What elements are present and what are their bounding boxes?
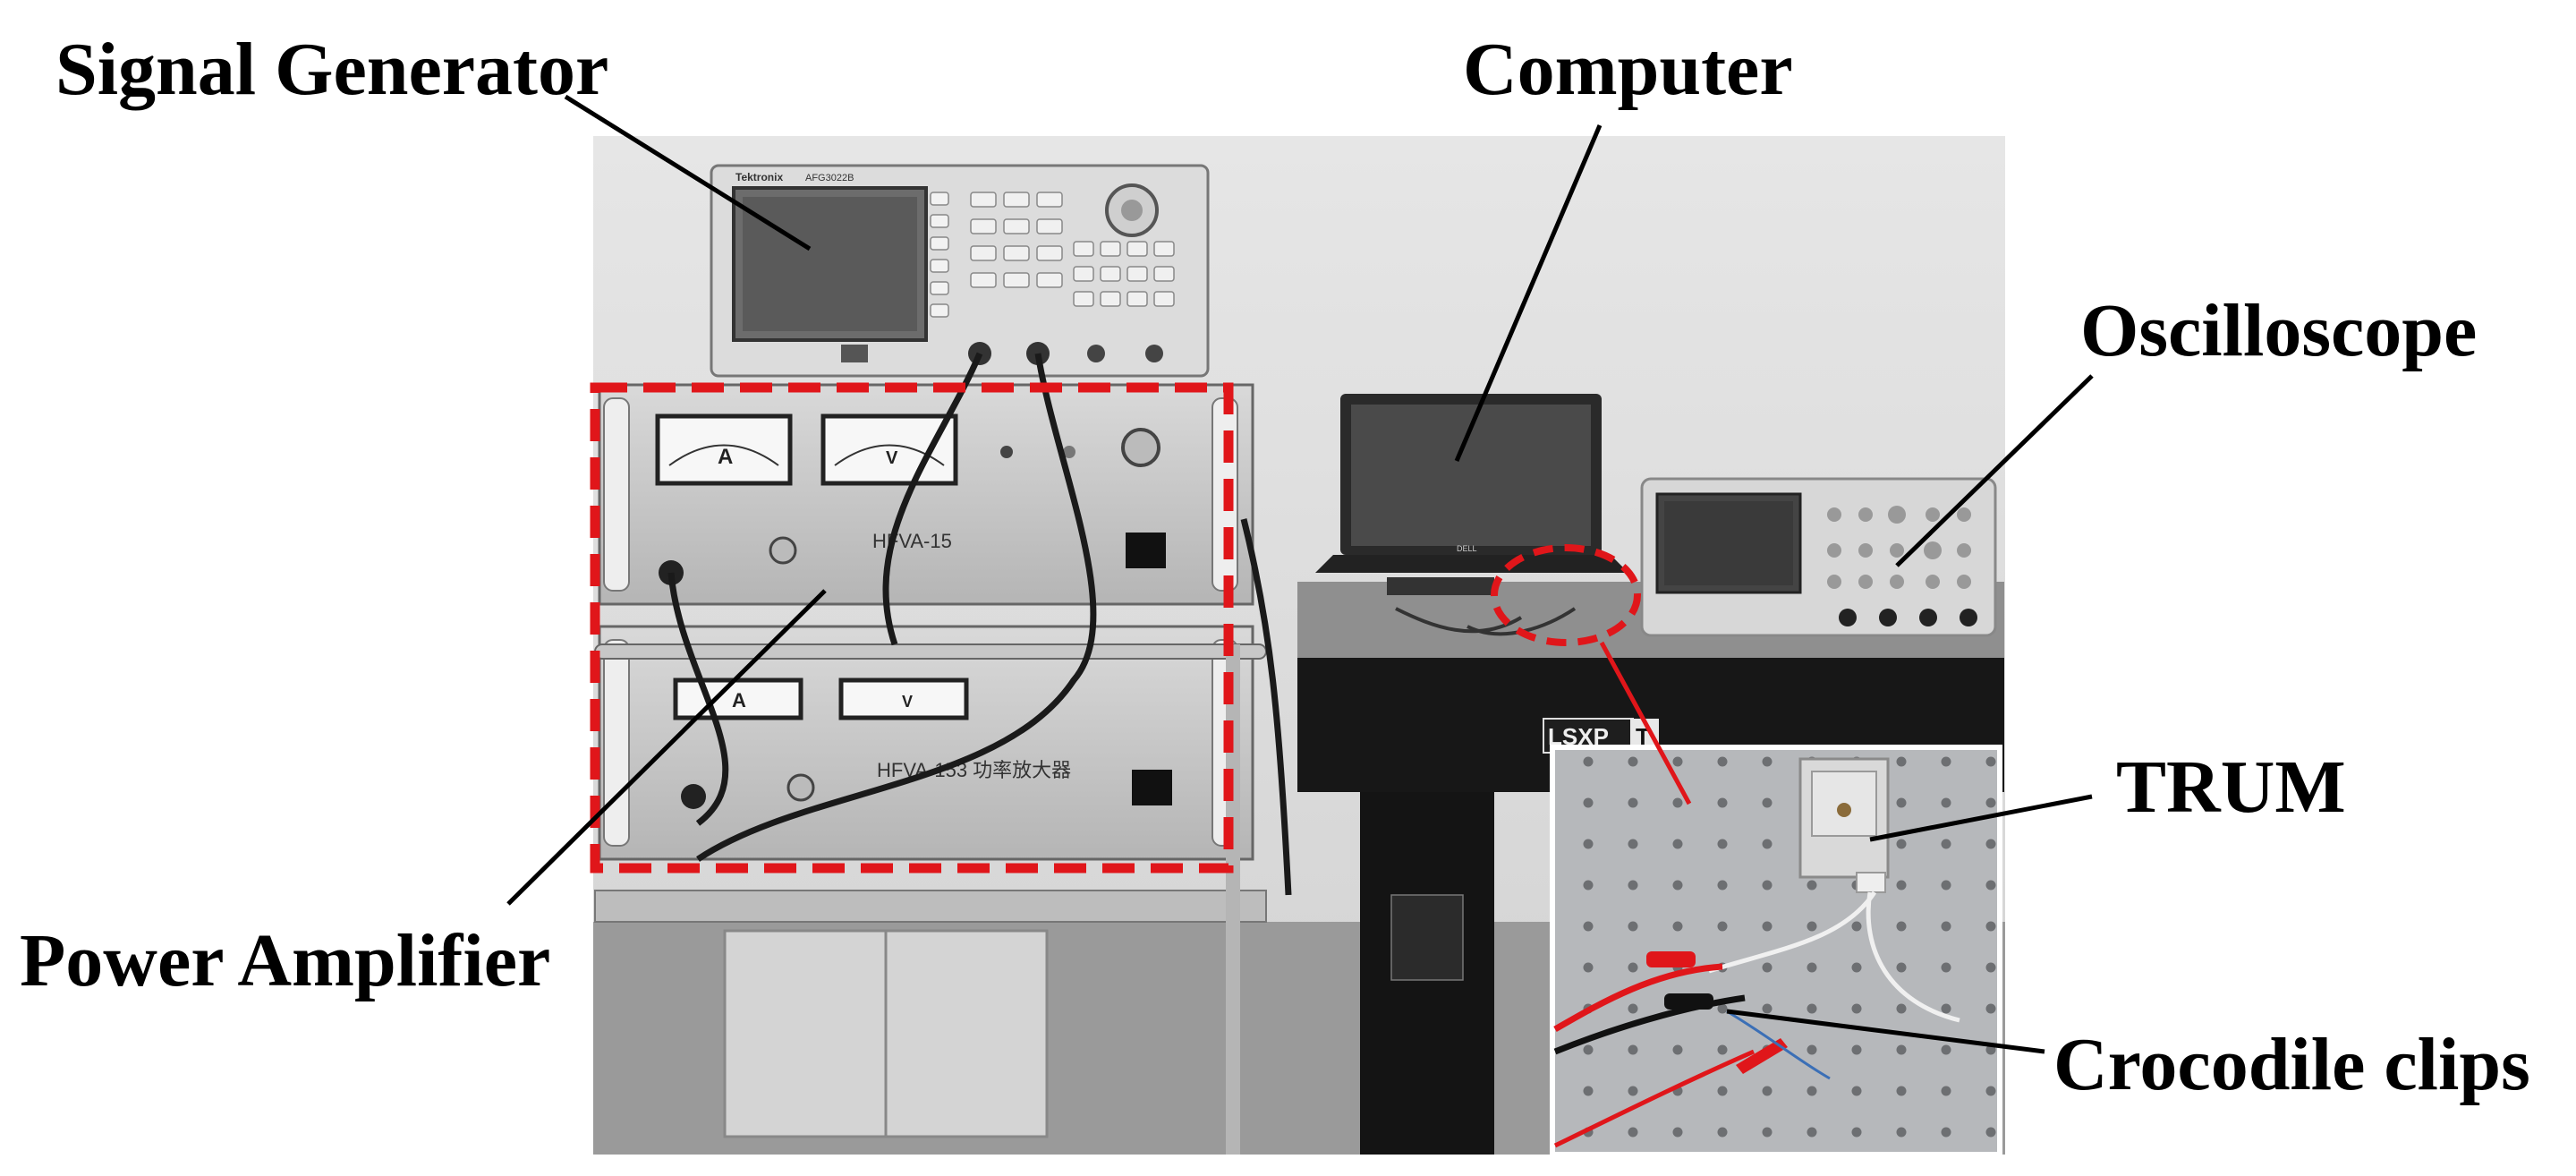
highlights (590, 382, 1692, 873)
signal-generator-label: Signal Generator (55, 28, 609, 111)
trum-leader (1869, 794, 2093, 842)
amplifier-upper-model: HFVA-15 (872, 530, 952, 552)
ammeter-unit-lower: A (732, 689, 746, 712)
power-amplifier-lower: A V HFVA-153 功率放大器 (598, 625, 1254, 861)
oscilloscope-label: Oscilloscope (2080, 289, 2478, 372)
power-amplifier-upper: A V HFVA-15 (598, 383, 1254, 606)
leader-lines (506, 94, 2094, 1054)
signal-generator-leader (564, 94, 812, 251)
laptop-brand-text: DELL (1457, 544, 1477, 553)
oscilloscope-device (1640, 477, 1997, 637)
ammeter-unit: A (718, 445, 733, 469)
oscilloscope-leader (1895, 374, 2094, 567)
table-brand-badge: T (1636, 723, 1650, 750)
crocodile-clips-leader (1726, 1009, 2045, 1054)
signal-generator-device: Tektronix AFG3022B (710, 164, 1210, 378)
trum-closeup-inset (1550, 745, 2002, 1157)
inset-connector-line (1599, 641, 1692, 805)
power-amplifier-label: Power Amplifier (20, 919, 551, 1002)
generator-brand-text: Tektronix (735, 171, 783, 183)
power-amplifier-leader (506, 589, 827, 906)
voltmeter-unit-lower: V (902, 693, 913, 711)
power-amplifier-highlight (590, 382, 1234, 873)
generator-model-text: AFG3022B (805, 173, 854, 183)
voltmeter-unit: V (886, 448, 898, 468)
trum-label: TRUM (2116, 746, 2346, 829)
computer-label: Computer (1463, 28, 1793, 111)
trum-location-highlight (1491, 544, 1641, 646)
computer-leader (1454, 124, 1603, 462)
cables (667, 352, 1292, 896)
crocodile-clips-label: Crocodile clips (2053, 1023, 2530, 1106)
